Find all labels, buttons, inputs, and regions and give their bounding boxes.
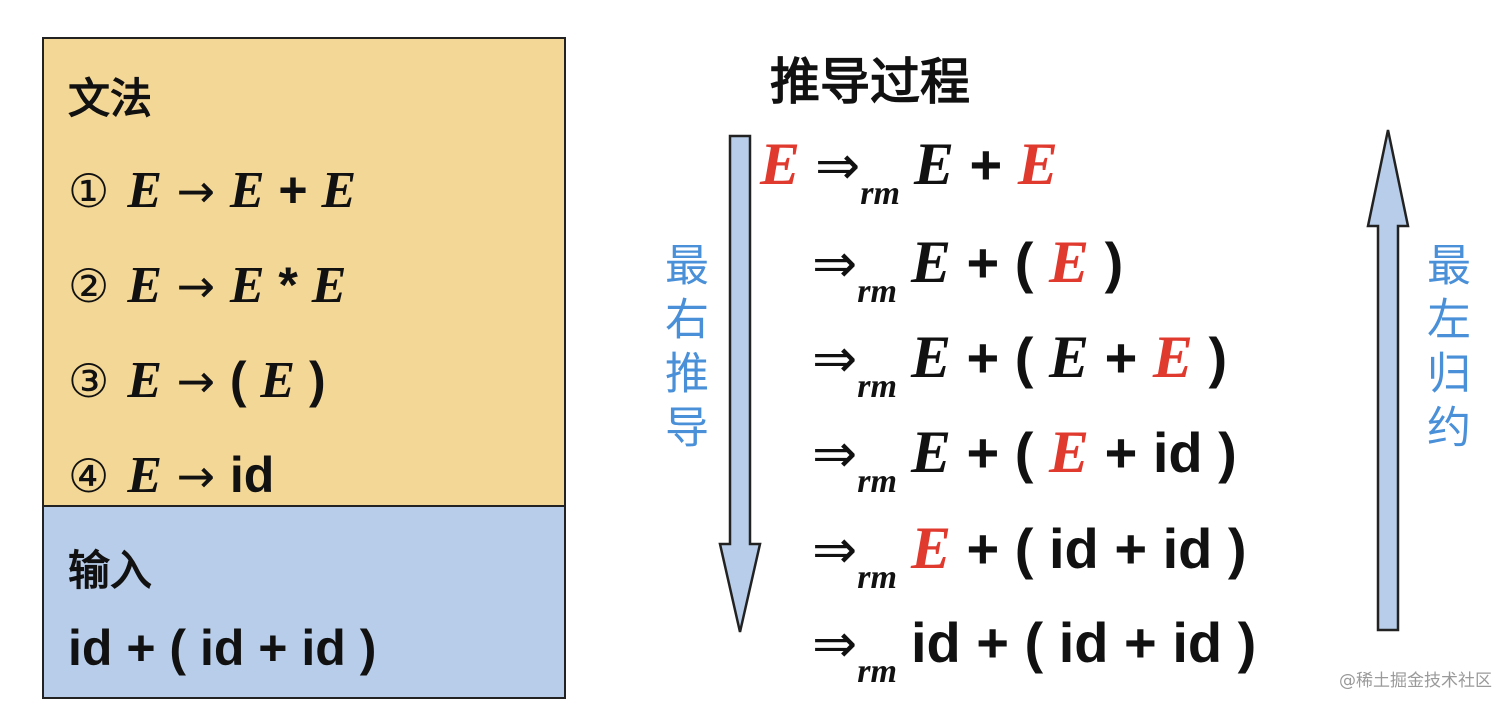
spacer xyxy=(109,254,127,315)
step-symbol: + xyxy=(954,133,1018,196)
leftmost-reduction-label: 最左归约 xyxy=(1419,242,1470,458)
step-symbol: + ( id + id ) xyxy=(950,517,1247,580)
step-symbol: E xyxy=(913,131,954,197)
rule-arrow: → xyxy=(162,354,230,408)
spacer xyxy=(109,349,127,410)
rule-rhs-part: E xyxy=(229,257,265,314)
grammar-rule: ④ E → id xyxy=(68,444,274,505)
step-symbol: E xyxy=(1017,131,1058,197)
grammar-title: 文法 xyxy=(68,74,153,123)
derivation-step: ⇒rm E + ( id + id ) xyxy=(812,514,1247,596)
derivation-title: 推导过程 xyxy=(770,53,970,111)
step-symbol: E xyxy=(910,229,951,295)
derivation-step: ⇒rm E + ( E ) xyxy=(812,228,1124,310)
step-symbol: + ( xyxy=(950,231,1049,294)
step-symbol: + id ) xyxy=(1089,421,1237,484)
rule-number: ② xyxy=(68,259,110,313)
derivation-step: ⇒rm E + ( E + E ) xyxy=(812,323,1228,405)
rm-subscript: rm xyxy=(857,559,897,596)
rm-subscript: rm xyxy=(857,273,897,310)
step-symbol: E xyxy=(1049,324,1090,390)
rm-subscript: rm xyxy=(860,175,900,212)
down-arrow-icon xyxy=(718,134,762,633)
derives-arrow: ⇒ xyxy=(812,232,858,295)
rule-lhs: E xyxy=(127,257,163,314)
rm-subscript: rm xyxy=(857,463,897,500)
grammar-rule: ③ E → ( E ) xyxy=(68,349,326,410)
input-panel: 输入 id + ( id + id ) xyxy=(42,505,566,699)
derives-arrow: ⇒ xyxy=(812,422,858,485)
step-symbol: E xyxy=(910,515,951,581)
step-symbol: + xyxy=(1089,326,1153,389)
rule-rhs-part: E xyxy=(311,257,347,314)
rule-lhs: E xyxy=(127,447,163,504)
spacer xyxy=(109,444,127,505)
rule-number: ④ xyxy=(68,449,110,503)
rule-rhs-part: + xyxy=(264,162,322,218)
rule-rhs-part: ( xyxy=(229,352,261,408)
rule-number: ③ xyxy=(68,354,110,408)
rule-lhs: E xyxy=(127,352,163,409)
grammar-rule: ② E → E * E xyxy=(68,254,346,315)
rule-rhs-part: E xyxy=(321,162,357,219)
derivation-start: E xyxy=(760,131,816,197)
step-symbol: E xyxy=(1049,229,1090,295)
input-title: 输入 xyxy=(68,546,153,595)
derives-arrow: ⇒ xyxy=(812,518,858,581)
rule-number: ① xyxy=(68,164,110,218)
derivation-step: ⇒rm E + ( E + id ) xyxy=(812,418,1237,500)
step-symbol: id + ( id + id ) xyxy=(910,611,1257,674)
up-arrow-icon xyxy=(1366,129,1410,632)
rm-subscript: rm xyxy=(857,368,897,405)
grammar-rule: ① E → E + E xyxy=(68,159,356,220)
step-symbol: + ( xyxy=(950,421,1049,484)
rm-subscript: rm xyxy=(857,653,897,690)
step-symbol: + ( xyxy=(950,326,1049,389)
rightmost-derivation-label: 最右推导 xyxy=(657,242,708,458)
rule-rhs-part: id xyxy=(229,447,275,503)
step-symbol: E xyxy=(910,324,951,390)
derives-arrow: ⇒ xyxy=(815,134,861,197)
step-symbol: ) xyxy=(1192,326,1228,389)
derives-arrow: ⇒ xyxy=(812,327,858,390)
rule-lhs: E xyxy=(127,162,163,219)
rule-rhs-part: E xyxy=(229,162,265,219)
step-symbol: E xyxy=(1152,324,1193,390)
derives-arrow: ⇒ xyxy=(812,612,858,675)
spacer xyxy=(109,159,127,220)
rule-rhs-part: E xyxy=(260,352,296,409)
derivation-step: ⇒rm id + ( id + id ) xyxy=(812,610,1257,690)
step-symbol: E xyxy=(1049,419,1090,485)
rule-rhs-part: ) xyxy=(295,352,326,408)
step-symbol: E xyxy=(910,419,951,485)
step-symbol: ) xyxy=(1089,231,1124,294)
rule-rhs-part: * xyxy=(264,257,312,313)
rule-arrow: → xyxy=(162,164,230,218)
watermark: @稀土掘金技术社区 xyxy=(1339,671,1492,691)
input-string: id + ( id + id ) xyxy=(68,620,377,676)
rule-arrow: → xyxy=(162,259,230,313)
rule-arrow: → xyxy=(162,449,230,503)
derivation-step: E ⇒rm E + E xyxy=(760,130,1058,212)
